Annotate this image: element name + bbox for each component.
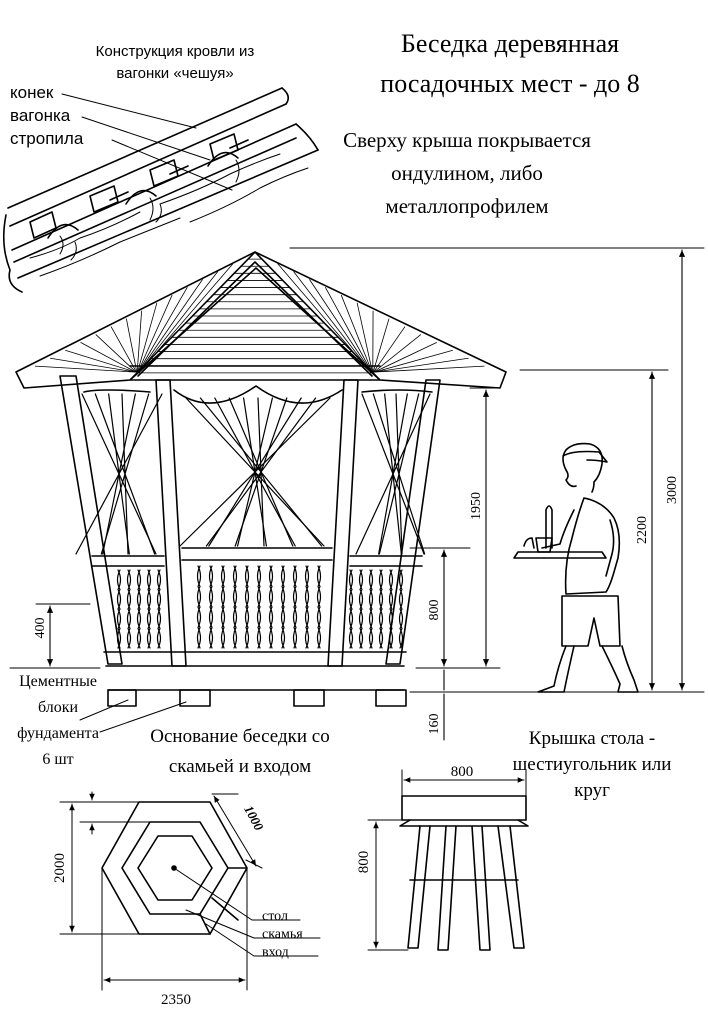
leader-bench — [185, 909, 321, 939]
table-dim-height: 800 — [356, 851, 372, 874]
table-caption-1: Крышка стола - — [529, 728, 655, 749]
leader-block-1 — [79, 699, 129, 721]
leader-rafters — [111, 139, 233, 191]
table-top — [401, 795, 527, 821]
roof-cover-note: Сверху крыша покрывается ондулином, либо… — [343, 128, 591, 218]
leader-table — [173, 867, 301, 921]
roof-note-line-2: ондулином, либо — [391, 161, 543, 185]
page-title: Беседка деревянная посадочных мест - до … — [380, 29, 639, 98]
roof-note-line-1: Сверху крыша покрывается — [343, 128, 591, 152]
roof-note-line-3: металлопрофилем — [385, 194, 548, 218]
table-caption-2: шестиугольник или — [513, 754, 672, 775]
base-plan-caption-1: Основание беседки со — [150, 726, 329, 747]
base-plan: Основание беседки со скамьей и входом — [52, 726, 330, 1008]
dim-160: 160 — [427, 714, 442, 735]
label-ridge: конек — [10, 83, 54, 102]
wall-lattice — [75, 393, 431, 555]
title-line-1: Беседка деревянная — [401, 29, 619, 58]
foundation-note-3: фундамента — [17, 725, 99, 742]
gazebo-elevation — [15, 251, 507, 707]
roof-detail-caption-2: вагонки «чешуя» — [116, 65, 233, 82]
table-drawing — [399, 795, 529, 951]
leader-entry — [205, 923, 319, 957]
foundation-note-4: 6 шт — [42, 751, 73, 768]
foundation-note: Цементные блоки фундамента 6 шт — [17, 673, 187, 768]
roof-detail: Конструкция кровли из вагонки «чешуя» ко… — [2, 43, 319, 293]
person-with-tray — [513, 442, 639, 693]
label-entry: вход — [262, 945, 289, 960]
plan-dim-1000: 1000 — [241, 803, 267, 833]
leader-ridge — [61, 93, 197, 129]
base-plan-caption-2: скамьей и входом — [169, 756, 311, 777]
gazebo-roof — [15, 251, 507, 389]
dim-3000: 3000 — [665, 476, 680, 504]
foundation-note-2: блоки — [38, 699, 79, 716]
roof-detail-caption-1: Конструкция кровли из — [96, 43, 255, 60]
railing-balusters — [116, 565, 404, 649]
dim-2200: 2200 — [635, 516, 650, 544]
foundation-blocks — [107, 689, 407, 707]
plan-dim-1000-line — [213, 795, 257, 867]
roof-detail-sketch — [2, 87, 319, 293]
leader-block-2 — [99, 701, 187, 733]
label-rafters: стропила — [10, 129, 84, 148]
dim-800: 800 — [427, 600, 442, 621]
leader-boards — [81, 116, 211, 161]
dim-1950: 1950 — [469, 492, 484, 520]
label-boards: вагонка — [10, 106, 71, 125]
title-line-2: посадочных мест - до 8 — [380, 69, 639, 98]
table-caption-3: круг — [574, 780, 610, 801]
label-table: стол — [262, 909, 288, 924]
table-section: Крышка стола - шестиугольник или круг 80… — [356, 728, 672, 951]
foundation-note-1: Цементные — [19, 673, 97, 690]
label-bench: скамья — [262, 927, 303, 942]
plan-dim-2350: 2350 — [161, 992, 191, 1008]
dim-400: 400 — [33, 618, 48, 639]
plan-table-hex — [137, 835, 213, 901]
plan-dim-2000: 2000 — [52, 853, 68, 883]
elevation-dimensions: 3000 2200 1950 800 400 160 — [9, 247, 705, 741]
table-dim-width: 800 — [451, 764, 474, 780]
gazebo-frame — [59, 375, 441, 691]
